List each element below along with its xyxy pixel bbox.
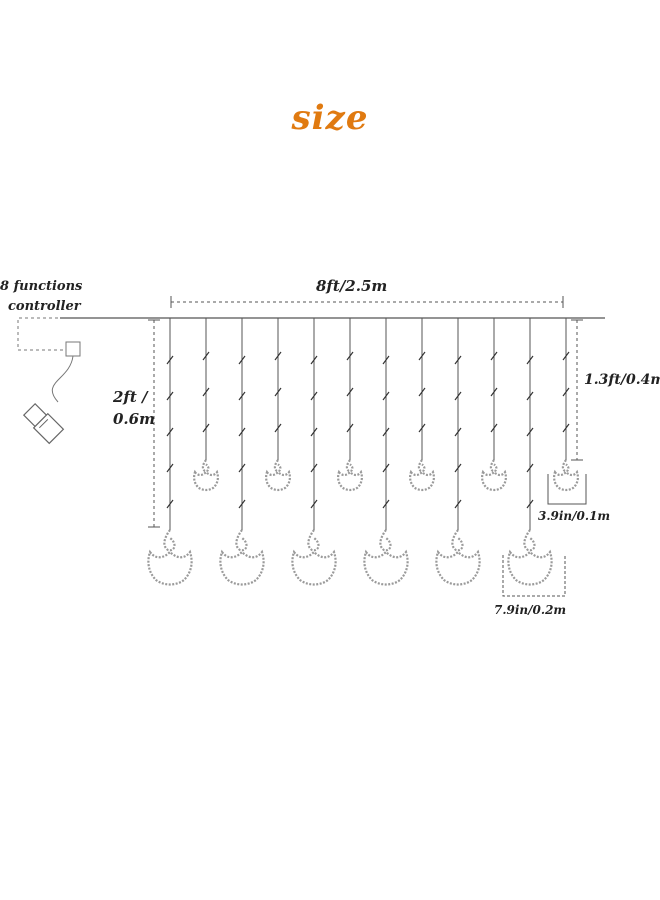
large-diya-icon	[507, 529, 553, 586]
long-strand-bulb	[382, 391, 390, 401]
short-strand-bulb	[274, 423, 282, 433]
short-strand-bulb	[490, 423, 498, 433]
short-strand-bulb	[202, 351, 210, 361]
long-strand-bulb	[238, 391, 246, 401]
controller-label-line2: controller	[8, 299, 81, 314]
small-diya-dimension	[547, 474, 587, 505]
strands-layer	[147, 318, 579, 586]
short-strand-bulb	[418, 387, 426, 397]
page-title: size	[291, 98, 369, 138]
long-strand-bulb	[166, 391, 174, 401]
short-strand-bulb	[346, 423, 354, 433]
long-strand-bulb	[454, 427, 462, 437]
usb-plug-icon	[22, 402, 65, 445]
small-diya-icon-outline	[481, 459, 507, 492]
controller-box	[65, 341, 81, 357]
short-strand-bulb	[562, 351, 570, 361]
short-strand-bulb	[202, 423, 210, 433]
large-diya-icon-outline	[363, 529, 409, 586]
long-strand-bulb	[166, 355, 174, 365]
small-diya-icon	[193, 459, 219, 492]
long-strand-bulb	[382, 463, 390, 473]
long-strand-bulb	[166, 463, 174, 473]
long-strand-bulb	[238, 355, 246, 365]
short-strand-bulb	[346, 351, 354, 361]
long-strand-bulb	[310, 427, 318, 437]
long-strand-bulb	[454, 391, 462, 401]
long-strand-bulb	[382, 355, 390, 365]
long-strand-bulb	[166, 427, 174, 437]
large-diya-icon	[147, 529, 193, 586]
controller-leader-line	[17, 317, 70, 351]
long-strand-bulb	[238, 499, 246, 509]
long-strand-bulb	[526, 499, 534, 509]
large-diya-dimension	[502, 555, 566, 597]
small-diya-icon-outline	[193, 459, 219, 492]
small-diya-icon	[265, 459, 291, 492]
small-diya-size-label: 3.9in/0.1m	[538, 509, 611, 523]
large-diya-icon	[219, 529, 265, 586]
small-diya-icon-outline	[409, 459, 435, 492]
long-strand-bulb	[238, 427, 246, 437]
large-diya-icon	[435, 529, 481, 586]
short-strand-bulb	[418, 423, 426, 433]
short-strand-bulb	[274, 351, 282, 361]
short-strand-bulb	[490, 351, 498, 361]
small-diya-icon-outline	[337, 459, 363, 492]
large-diya-icon-outline	[291, 529, 337, 586]
small-diya-icon	[337, 459, 363, 492]
controller-label-line1: 8 functions	[0, 279, 83, 294]
short-strand-bulb	[562, 423, 570, 433]
large-diya-icon-outline	[219, 529, 265, 586]
short-strand-bulb	[202, 387, 210, 397]
long-strand-bulb	[454, 499, 462, 509]
small-diya-icon-outline	[553, 459, 579, 492]
small-diya-icon	[409, 459, 435, 492]
small-diya-icon-outline	[265, 459, 291, 492]
long-strand-bulb	[310, 463, 318, 473]
short-strand-bulb	[274, 387, 282, 397]
large-diya-size-label: 7.9in/0.2m	[494, 603, 567, 617]
long-strand-bulb	[310, 391, 318, 401]
large-diya-icon	[363, 529, 409, 586]
short-strand-bulb	[418, 351, 426, 361]
large-diya-icon-outline	[507, 529, 553, 586]
width-label: 8ft/2.5m	[316, 277, 388, 295]
long-strand-bulb	[526, 427, 534, 437]
long-strand-bulb	[526, 355, 534, 365]
short-strand-bulb	[490, 387, 498, 397]
small-diya-icon	[553, 459, 579, 492]
long-strand-bulb	[166, 499, 174, 509]
large-diya-icon-outline	[147, 529, 193, 586]
long-length-label-line1: 2ft /	[113, 388, 148, 406]
small-diya-icon	[481, 459, 507, 492]
long-strand-bulb	[454, 463, 462, 473]
large-diya-icon-outline	[435, 529, 481, 586]
long-strand-bulb	[382, 427, 390, 437]
long-strand-bulb	[454, 355, 462, 365]
long-strand-bulb	[382, 499, 390, 509]
short-length-label: 1.3ft/0.4m	[584, 372, 660, 388]
long-length-label-line2: 0.6m	[113, 410, 155, 428]
large-diya-icon	[291, 529, 337, 586]
long-strand-bulb	[310, 355, 318, 365]
long-strand-bulb	[310, 499, 318, 509]
short-strand-bulb	[562, 387, 570, 397]
long-strand-bulb	[526, 463, 534, 473]
long-strand-bulb	[526, 391, 534, 401]
usb-cable	[51, 355, 74, 403]
long-strand-bulb	[238, 463, 246, 473]
short-strand-bulb	[346, 387, 354, 397]
